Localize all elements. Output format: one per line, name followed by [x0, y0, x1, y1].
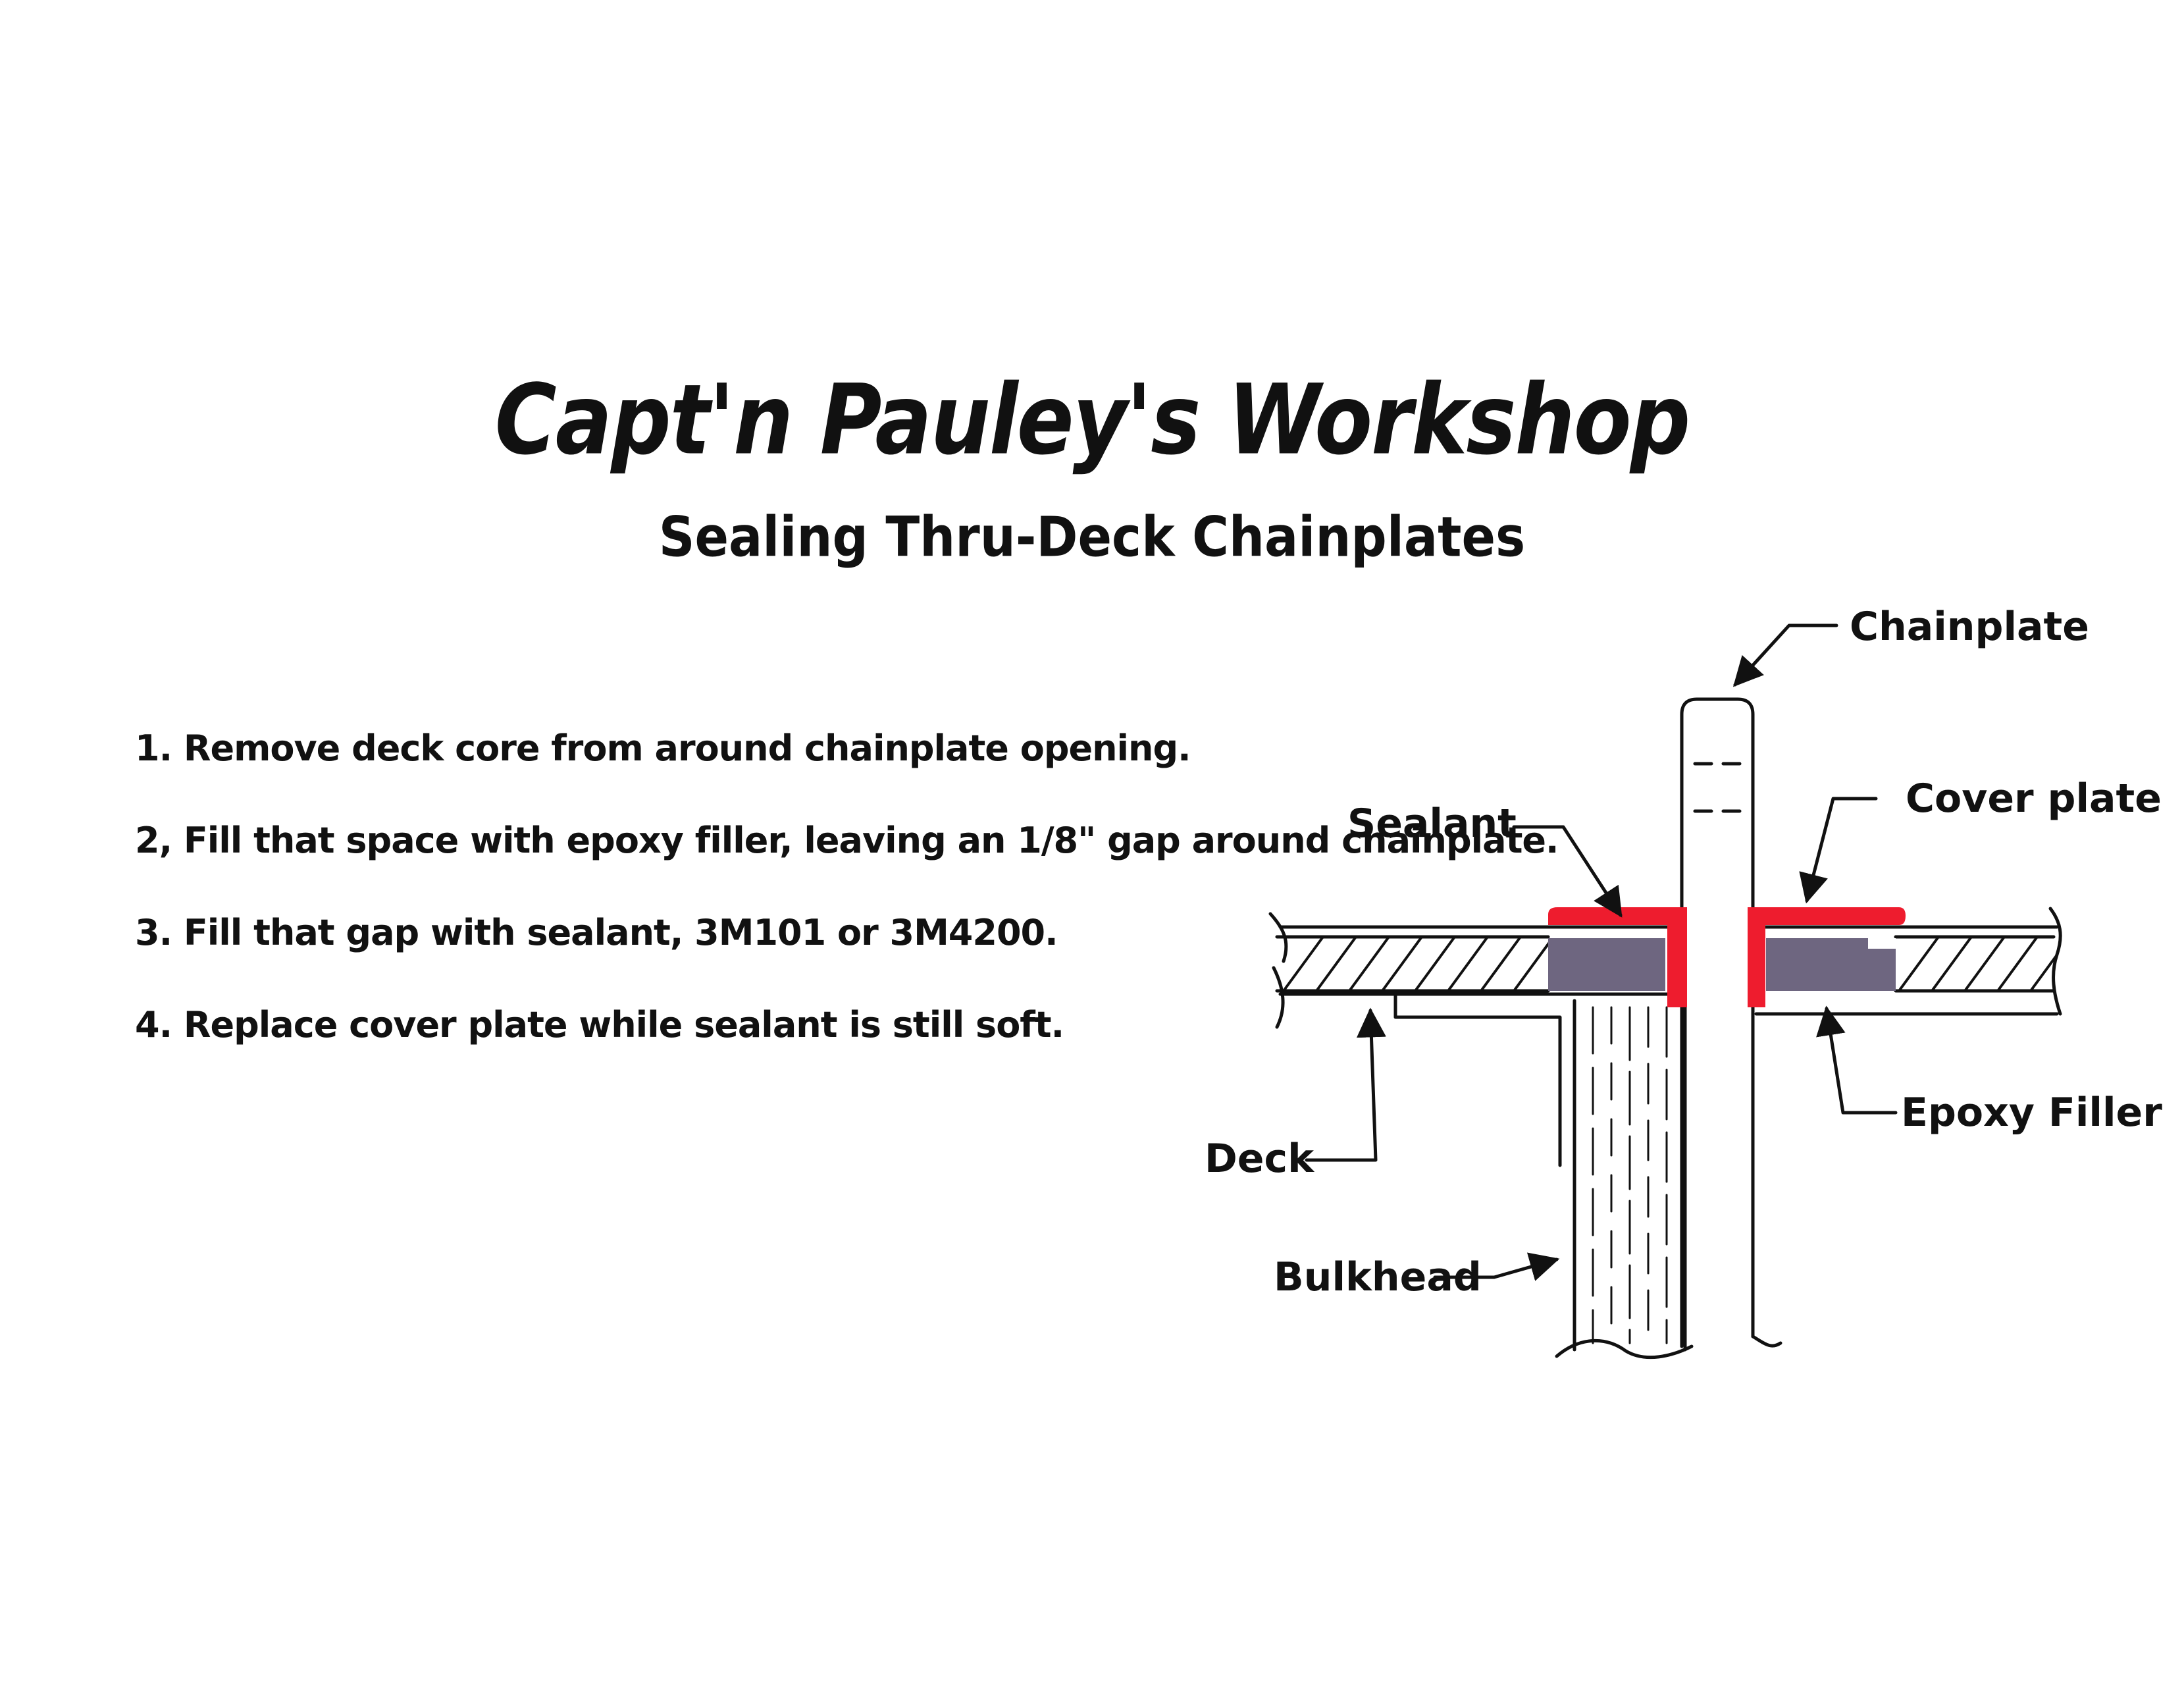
bulkhead-grain — [1592, 1006, 1668, 1344]
sealant-cover-plate — [1548, 907, 1906, 1007]
leader-lines — [1305, 623, 1898, 1281]
deck-core-hatch-left — [1282, 937, 1548, 991]
bulkhead — [1555, 999, 1694, 1360]
bulkhead-leader — [1433, 1252, 1560, 1281]
deck-left — [1268, 912, 1679, 1167]
deck-label: Deck — [1205, 1136, 1315, 1182]
cover-plate-leader — [1799, 797, 1878, 904]
sealant-leader — [1512, 825, 1623, 918]
deck-right — [1754, 907, 2062, 1016]
chainplate-label: Chainplate — [1850, 604, 2089, 650]
deck-leader — [1305, 1007, 1386, 1162]
chainplate — [1680, 697, 1782, 1348]
page-title: Capt'n Pauley's Workshop — [494, 363, 1690, 477]
instruction-step-1: 1. Remove deck core from around chainpla… — [135, 728, 1191, 769]
epoxy-filler-label: Epoxy Filler — [1901, 1090, 2162, 1136]
instruction-step-3: 3. Fill that gap with sealant, 3M101 or … — [135, 912, 1058, 953]
page-subtitle: Sealing Thru-Deck Chainplates — [658, 504, 1526, 569]
cover-plate-label: Cover plate — [1906, 776, 2162, 822]
instruction-step-4: 4. Replace cover plate while sealant is … — [135, 1004, 1064, 1046]
instruction-step-2: 2, Fill that space with epoxy filler, le… — [135, 820, 1559, 861]
bulkhead-label: Bulkhead — [1274, 1254, 1482, 1300]
deck-core-hatch-right — [1898, 937, 2057, 991]
epoxy-filler-leader — [1816, 1005, 1898, 1115]
epoxy-filler — [1548, 938, 1896, 991]
instruction-list: 1. Remove deck core from around chainpla… — [135, 731, 1559, 1099]
chainplate-leader — [1732, 623, 1838, 687]
sealant-label: Sealant — [1347, 801, 1517, 847]
